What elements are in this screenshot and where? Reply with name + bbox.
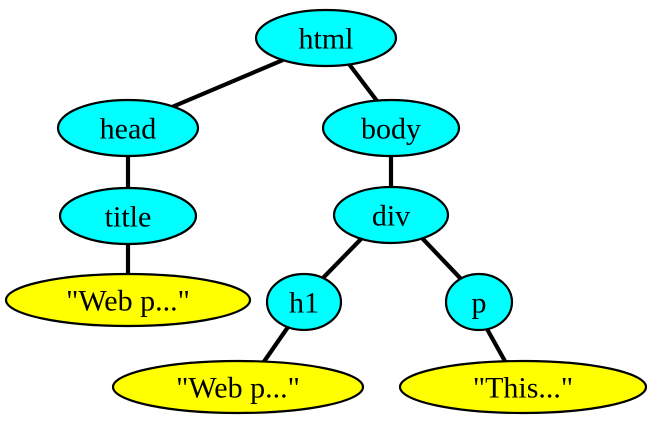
- node-shape-title: [58, 186, 198, 246]
- node-shape-text3: [398, 359, 648, 415]
- tree-edge-html-to-body: [347, 62, 379, 103]
- node-shape-head: [56, 98, 200, 158]
- tree-node-head[interactable]: head: [56, 98, 200, 158]
- tree-node-div[interactable]: div: [332, 185, 450, 245]
- tree-node-h1[interactable]: h1: [265, 272, 343, 332]
- node-shape-text1: [4, 272, 252, 328]
- tree-node-p[interactable]: p: [444, 272, 514, 332]
- tree-node-html[interactable]: html: [254, 8, 398, 68]
- node-label-text2: "Web p...": [176, 372, 300, 405]
- node-label-head: head: [100, 113, 157, 146]
- edges-layer: [125, 58, 508, 365]
- node-shape-text2: [111, 359, 365, 415]
- tree-edge-div-to-h1: [320, 236, 364, 281]
- tree-node-body[interactable]: body: [321, 98, 461, 158]
- tree-node-title[interactable]: title: [58, 186, 198, 246]
- node-label-div: div: [372, 200, 410, 233]
- nodes-layer: html head body title div "Web p..." h1 p "Web p.…: [4, 8, 648, 415]
- tree-edge-h1-to-text2: [261, 325, 290, 365]
- node-label-title: title: [105, 201, 152, 234]
- node-shape-h1: [265, 272, 343, 332]
- node-label-p: p: [472, 287, 487, 320]
- node-label-h1: h1: [289, 287, 319, 320]
- tree-node-text2[interactable]: "Web p...": [111, 359, 365, 415]
- tree-node-text3[interactable]: "This...": [398, 359, 648, 415]
- node-label-body: body: [361, 113, 421, 146]
- node-label-text1: "Web p...": [66, 285, 190, 318]
- node-shape-body: [321, 98, 461, 158]
- node-shape-p: [444, 272, 514, 332]
- tree-edge-p-to-text3: [485, 327, 508, 365]
- node-shape-div: [332, 185, 450, 245]
- node-label-text3: "This...": [473, 372, 573, 405]
- tree-node-text1[interactable]: "Web p...": [4, 272, 252, 328]
- tree-edge-div-to-p: [420, 236, 464, 282]
- node-label-html: html: [298, 23, 353, 56]
- tree-edge-html-to-head: [171, 58, 284, 109]
- node-shape-html: [254, 8, 398, 68]
